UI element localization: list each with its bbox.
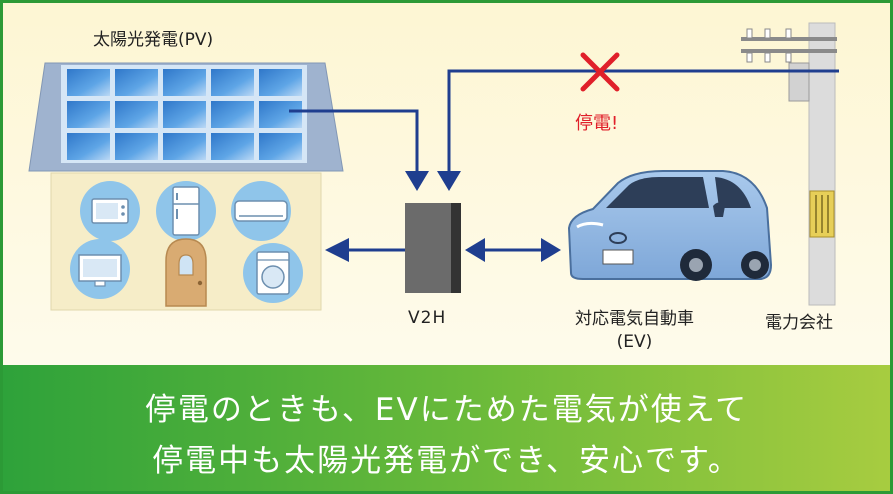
ev-label-line1: 対応電気自動車 — [575, 309, 694, 329]
solar-cell — [115, 69, 158, 96]
door-icon — [165, 238, 207, 307]
v2h-left-arrow-head — [465, 238, 485, 262]
outage-label: 停電! — [575, 113, 619, 134]
pv-label: 太陽光発電(PV) — [93, 30, 214, 50]
v2h-label: V2H — [408, 308, 447, 328]
solar-cell — [259, 101, 302, 128]
solar-cell — [67, 101, 110, 128]
banner-line-2: 停電中も太陽光発電ができ、安心です。 — [152, 443, 741, 479]
air-conditioner-icon — [231, 181, 291, 241]
v2h-unit — [405, 203, 461, 293]
solar-cell — [115, 101, 158, 128]
ev-car-icon — [567, 170, 773, 281]
power-company-label: 電力会社 — [765, 313, 833, 333]
message-banner: 停電のときも、EVにためた電気が使えて 停電中も太陽光発電ができ、安心です。 — [3, 365, 890, 491]
microwave-icon — [80, 181, 140, 241]
refrigerator-icon — [156, 181, 216, 241]
solar-cell — [67, 133, 110, 160]
ev-label-line2: (EV) — [616, 332, 653, 352]
solar-cell — [115, 133, 158, 160]
solar-cell — [67, 69, 110, 96]
grid-arrow-head — [437, 171, 461, 191]
ev-right-arrow-head — [541, 238, 561, 262]
house-arrow-head — [325, 238, 349, 262]
grid-to-v2h-line — [447, 69, 839, 173]
power-flow-diagram — [28, 22, 839, 311]
pv-to-v2h-line — [289, 109, 419, 173]
solar-cell — [211, 69, 254, 96]
pv-arrow-head — [405, 171, 429, 191]
washing-machine-icon — [243, 243, 303, 303]
solar-cell — [163, 101, 206, 128]
banner-line-1: 停電のときも、EVにためた電気が使えて — [144, 392, 749, 428]
solar-cell — [259, 133, 302, 160]
solar-cell — [259, 69, 302, 96]
arrow-heads — [325, 171, 561, 262]
outage-cross-icon — [580, 52, 620, 92]
ev-label: 対応電気自動車 (EV) — [575, 308, 694, 354]
solar-cell — [163, 69, 206, 96]
solar-panel — [61, 65, 307, 163]
television-icon — [70, 239, 130, 299]
solar-cell — [163, 133, 206, 160]
flow-arrows — [289, 69, 839, 252]
solar-cell — [211, 101, 254, 128]
solar-cell — [211, 133, 254, 160]
